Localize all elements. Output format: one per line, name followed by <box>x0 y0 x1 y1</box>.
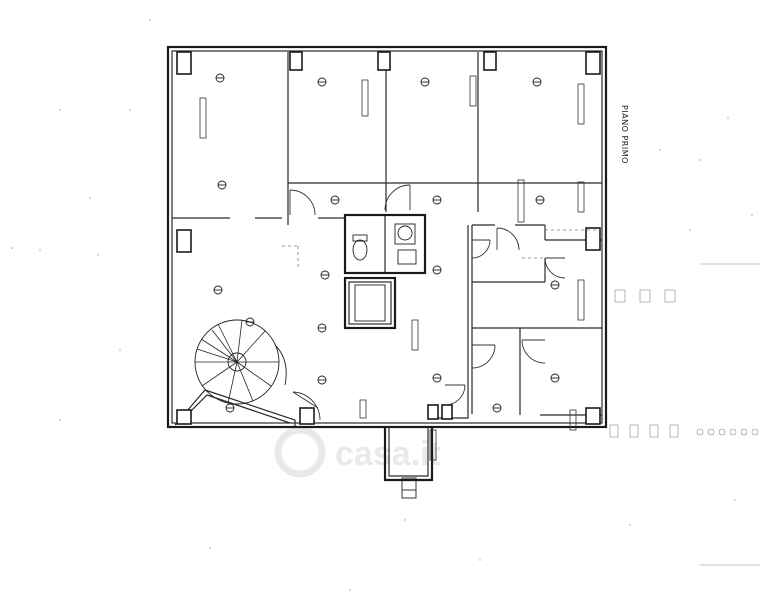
margin-annotations <box>609 263 760 566</box>
floor-label: PIANO PRIMO <box>620 105 629 164</box>
interior-walls <box>172 52 602 426</box>
spiral-staircase <box>194 319 287 405</box>
doors <box>289 184 566 421</box>
sanitary-fixtures <box>352 223 417 322</box>
construction-lines <box>282 229 600 268</box>
outer-walls <box>166 45 608 429</box>
structural-columns <box>176 51 601 425</box>
watermark: casa.it <box>274 426 441 478</box>
entrance-corridor <box>383 427 434 499</box>
scan-noise <box>11 19 753 591</box>
electrical-symbols <box>199 73 585 461</box>
watermark-text: casa.it <box>335 435 441 473</box>
